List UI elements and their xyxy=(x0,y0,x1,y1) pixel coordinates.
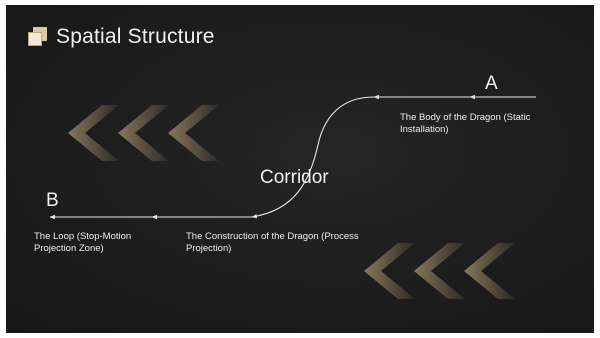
label-construction-of-dragon: The Construction of the Dragon (Process … xyxy=(186,231,359,254)
slide-title-group: Spatial Structure xyxy=(28,25,215,49)
label-body-of-dragon: The Body of the Dragon (Static Installat… xyxy=(400,112,531,135)
slide-title: Spatial Structure xyxy=(56,25,215,48)
corridor-curve xyxy=(251,96,375,219)
chevron-group-left xyxy=(68,105,219,161)
spatial-diagram xyxy=(49,94,536,299)
slide: Spatial Structure xyxy=(6,5,594,333)
chevron-shape xyxy=(118,105,169,161)
chevron-shape xyxy=(364,243,415,299)
chevron-shape xyxy=(464,243,515,299)
flow-path xyxy=(49,94,536,220)
slides-icon xyxy=(28,27,48,47)
chevron-group-right xyxy=(364,243,515,299)
chevron-shape xyxy=(68,105,119,161)
chevron-shape xyxy=(168,105,219,161)
point-a-label: A xyxy=(485,73,498,94)
point-b-label: B xyxy=(46,190,59,211)
label-loop: The Loop (Stop-Motion Projection Zone) xyxy=(34,231,132,254)
corridor-label: Corridor xyxy=(260,167,329,188)
chevron-shape xyxy=(414,243,465,299)
